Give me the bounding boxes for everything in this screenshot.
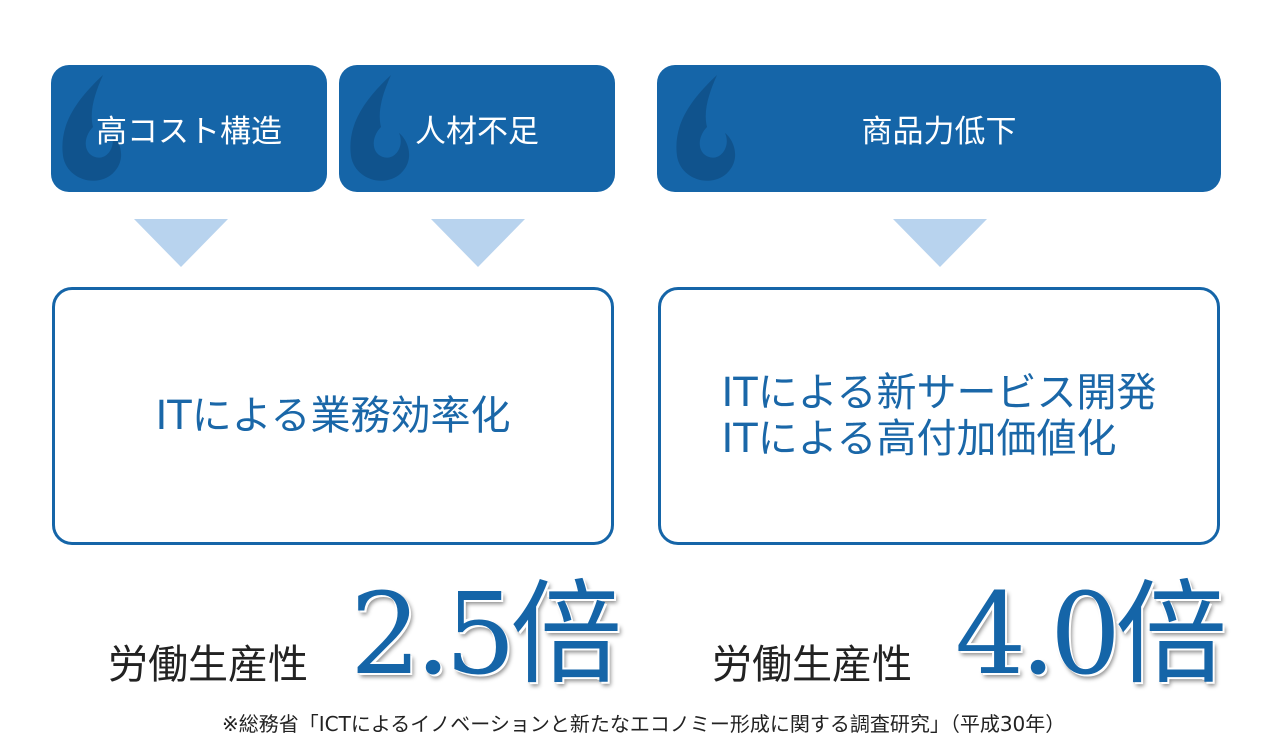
solution-text: ITによる高付加価値化 [721,416,1117,462]
result-value: 4.0倍 [955,570,1227,700]
down-arrow-icon [431,219,525,267]
result-value: 2.5倍 [350,570,622,700]
solution-text: ITによる新サービス開発 [721,370,1157,416]
flame-icon [62,75,122,181]
result-label: 労働生産性 [108,642,308,688]
solution-box-new-value: ITによる新サービス開発 ITによる高付加価値化 [658,287,1220,545]
problem-product-decline: 商品力低下 [657,65,1221,192]
problem-label: 高コスト構造 [96,114,282,150]
problem-high-cost: 高コスト構造 [51,65,327,192]
solution-box-efficiency: ITによる業務効率化 [52,287,614,545]
flame-icon [676,75,736,181]
source-footnote: ※総務省「ICTによるイノベーションと新たなエコノミー形成に関する調査研究」（平… [222,712,1066,736]
result-label: 労働生産性 [712,642,912,688]
solution-text: ITによる業務効率化 [155,393,511,439]
problem-label: 人材不足 [415,114,539,150]
problem-label: 商品力低下 [861,114,1017,150]
down-arrow-icon [134,219,228,267]
problem-labor-shortage: 人材不足 [339,65,615,192]
flame-icon [350,75,410,181]
down-arrow-icon [893,219,987,267]
